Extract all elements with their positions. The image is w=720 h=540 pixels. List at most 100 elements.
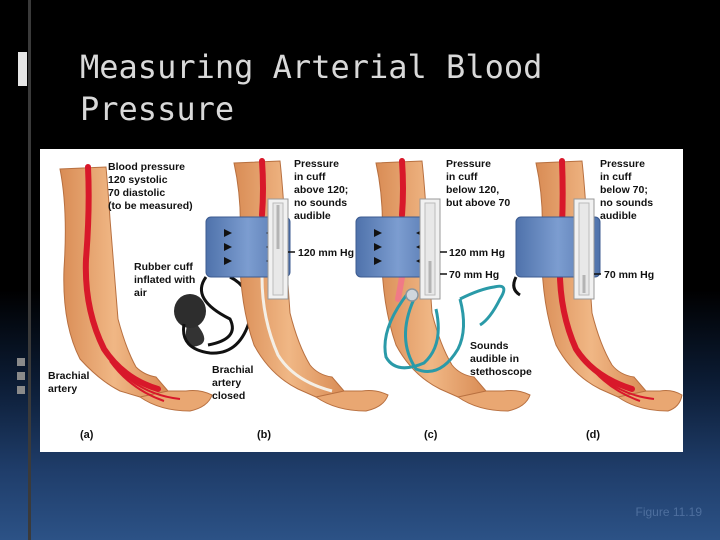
bulb-pump: [174, 275, 253, 355]
panel-a: Blood pressure 120 systolic 70 diastolic…: [48, 161, 253, 441]
d-gauge-reading: 70 mm Hg: [604, 269, 654, 281]
manometer-c: [419, 198, 447, 300]
svg-text:in cuff: in cuff: [294, 171, 326, 183]
b-gauge-reading: 120 mm Hg: [298, 247, 354, 259]
sounds-label-line1: Sounds: [470, 340, 509, 352]
svg-text:Brachial: Brachial: [48, 370, 90, 382]
artery-label-line2: artery: [48, 383, 77, 395]
closed-label-line1: Brachial: [212, 364, 254, 376]
b-label-line1: Pressure: [294, 158, 339, 170]
figure-caption: Figure 11.19: [635, 505, 703, 519]
panel-d: Pressure in cuff below 70; no sounds aud…: [512, 158, 683, 441]
panel-b-label: (b): [257, 429, 271, 441]
svg-text:audible: audible: [600, 210, 637, 222]
panel-c: Pressure in cuff below 120, but above 70…: [355, 158, 532, 441]
svg-text:(b): (b): [257, 429, 271, 441]
panel-c-label: (c): [424, 429, 438, 441]
blood-pressure-figure: Blood pressure 120 systolic 70 diastolic…: [40, 149, 683, 452]
sounds-label-line2: audible in: [470, 353, 519, 365]
svg-text:audible in: audible in: [470, 353, 519, 365]
svg-text:stethoscope: stethoscope: [470, 366, 532, 378]
artery-b: [259, 158, 266, 218]
d-label-line1: Pressure: [600, 158, 645, 170]
c-gauge-high: 120 mm Hg: [449, 247, 505, 259]
b-label-line5: audible: [294, 210, 331, 222]
c-label-line1: Pressure: [446, 158, 491, 170]
manometer-d: [573, 198, 601, 300]
d-label-line5: audible: [600, 210, 637, 222]
svg-text:Sounds: Sounds: [470, 340, 509, 352]
d-label-line4: no sounds: [600, 197, 653, 209]
c-gauge-low: 70 mm Hg: [449, 269, 499, 281]
bullet-marker: [17, 358, 25, 366]
svg-text:Blood pressure: Blood pressure: [108, 161, 185, 173]
bp-label-line1: Blood pressure: [108, 161, 185, 173]
hand-c: [456, 390, 531, 412]
svg-text:no sounds: no sounds: [600, 197, 653, 209]
artery-label-line1: Brachial: [48, 370, 90, 382]
panel-d-label: (d): [586, 429, 600, 441]
svg-text:(c): (c): [424, 429, 438, 441]
left-border-rule: [28, 0, 31, 540]
svg-text:Rubber cuff: Rubber cuff: [134, 261, 193, 273]
c-label-line3: below 120,: [446, 184, 499, 196]
artery-branch-a: [109, 360, 181, 402]
hand-a: [138, 390, 213, 412]
svg-text:Pressure: Pressure: [446, 158, 491, 170]
svg-text:70 diastolic: 70 diastolic: [108, 187, 165, 199]
cuff-label-line2: inflated with: [134, 274, 195, 286]
svg-text:70 mm Hg: 70 mm Hg: [604, 269, 654, 281]
panel-a-label: (a): [80, 429, 94, 441]
svg-text:(d): (d): [586, 429, 600, 441]
svg-text:70 mm Hg: 70 mm Hg: [449, 269, 499, 281]
svg-text:(a): (a): [80, 429, 94, 441]
cuff-tube-b: [200, 276, 234, 347]
svg-text:no sounds: no sounds: [294, 197, 347, 209]
cuff-label-line1: Rubber cuff: [134, 261, 193, 273]
artery-closed-b: [260, 276, 333, 393]
b-label-line2: in cuff: [294, 171, 326, 183]
svg-text:120 mm Hg: 120 mm Hg: [298, 247, 354, 259]
cuff-label-line3: air: [134, 287, 147, 299]
artery-a: [82, 164, 161, 392]
b-label-line3: above 120;: [294, 184, 348, 196]
closed-label-line3: closed: [212, 390, 245, 402]
svg-text:Pressure: Pressure: [294, 158, 339, 170]
d-label-line3: below 70;: [600, 184, 648, 196]
svg-text:Pressure: Pressure: [600, 158, 645, 170]
svg-text:Brachial: Brachial: [212, 364, 254, 376]
stethoscope: [383, 284, 506, 373]
figure-illustration: Blood pressure 120 systolic 70 diastolic…: [48, 158, 683, 441]
title-line-1: Measuring Arterial Blood: [80, 48, 543, 86]
svg-text:below 70;: below 70;: [600, 184, 648, 196]
svg-text:below 120,: below 120,: [446, 184, 499, 196]
title-line-2: Pressure: [80, 90, 235, 128]
slide-title: Measuring Arterial Blood Pressure: [80, 46, 640, 130]
artery-branch-d: [585, 360, 655, 402]
bullet-marker: [17, 386, 25, 394]
svg-text:but above 70: but above 70: [446, 197, 510, 209]
hand-b: [314, 390, 389, 412]
svg-text:air: air: [134, 287, 147, 299]
closed-label-line2: artery: [212, 377, 241, 389]
c-label-line2: in cuff: [446, 171, 478, 183]
svg-text:in cuff: in cuff: [446, 171, 478, 183]
c-label-line4: but above 70: [446, 197, 510, 209]
svg-text:above 120;: above 120;: [294, 184, 348, 196]
manometer-b: [267, 198, 295, 300]
svg-text:closed: closed: [212, 390, 245, 402]
svg-text:120 systolic: 120 systolic: [108, 174, 168, 186]
panel-b: Pressure in cuff above 120; no sounds au…: [200, 158, 389, 441]
svg-text:in cuff: in cuff: [600, 171, 632, 183]
b-label-line4: no sounds: [294, 197, 347, 209]
artery-c: [399, 158, 406, 218]
title-accent-block: [18, 52, 27, 86]
svg-text:artery: artery: [48, 383, 77, 395]
svg-text:(to be measured): (to be measured): [108, 200, 193, 212]
svg-text:audible: audible: [294, 210, 331, 222]
sounds-label-line3: stethoscope: [470, 366, 532, 378]
bullet-marker: [17, 372, 25, 380]
svg-text:120 mm Hg: 120 mm Hg: [449, 247, 505, 259]
svg-text:artery: artery: [212, 377, 241, 389]
svg-text:inflated with: inflated with: [134, 274, 195, 286]
